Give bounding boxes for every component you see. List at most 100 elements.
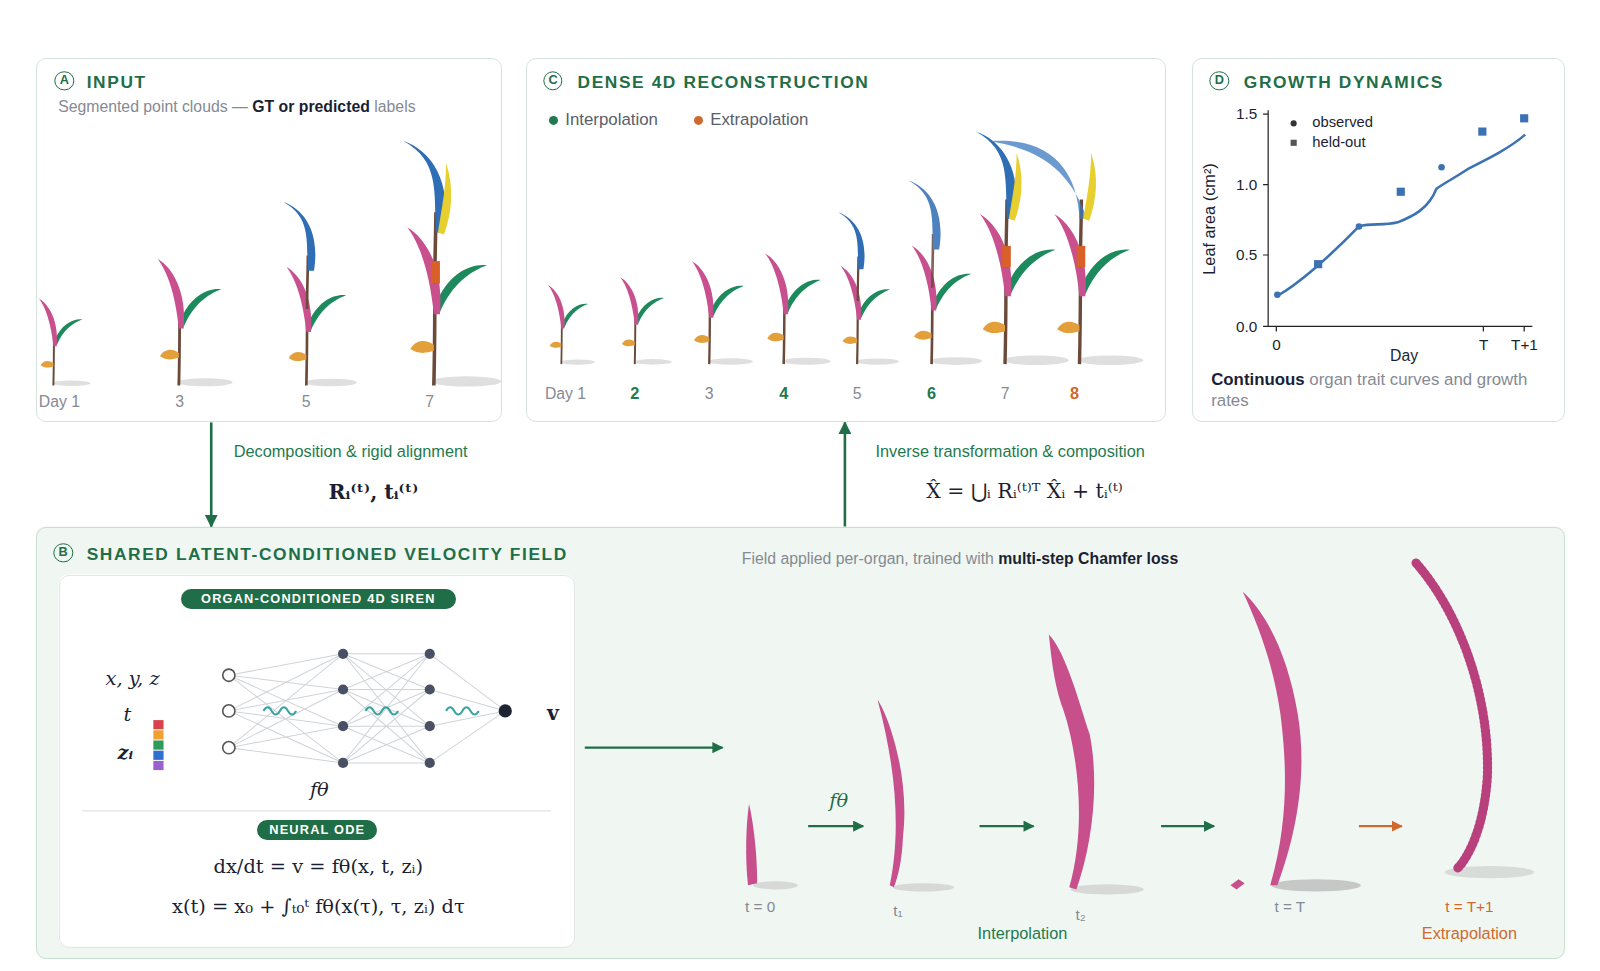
- growth-chart-part: [1291, 120, 1297, 126]
- day-label: 5: [853, 384, 862, 403]
- text-line: Continuousorgan trait curves and growth …: [1211, 370, 1529, 410]
- legend-text: Interpolation: [565, 110, 658, 130]
- input-plants-part: [39, 299, 91, 387]
- leaf-sequence-part: [1230, 879, 1244, 889]
- axis-tick: 1.0: [1236, 176, 1257, 194]
- phase-label: Extrapolation: [1422, 924, 1517, 944]
- growth-chart: [1263, 110, 1532, 331]
- legend-swatch: [694, 116, 703, 125]
- flow-arrow: [210, 422, 213, 526]
- reconstructed-plants-part: [1077, 153, 1096, 267]
- time-label: t₂: [1076, 906, 1086, 924]
- reconstructed-plants-part: [980, 214, 1069, 365]
- network-diagram-part: [338, 758, 348, 768]
- axis-tick: 0: [1272, 336, 1281, 354]
- time-label: t = 0: [745, 898, 775, 916]
- formula: Rᵢ⁽ᵗ⁾, tᵢ⁽ᵗ⁾: [329, 480, 419, 504]
- note-bold: multi-step Chamfer loss: [998, 550, 1178, 567]
- day-label: 7: [1001, 384, 1010, 403]
- leaf-sequence-part: [746, 804, 757, 886]
- panel-title: DENSE 4D RECONSTRUCTION: [578, 71, 870, 92]
- panel-letter: B: [54, 543, 73, 562]
- growth-chart-part: [1520, 114, 1528, 122]
- growth-chart-part: [1274, 292, 1281, 299]
- network-diagram-part: [338, 649, 348, 659]
- flow-arrow: [844, 422, 847, 526]
- network-diagram-part: [499, 704, 512, 717]
- equation: dx/dt = v = fθ(x, t, zᵢ): [214, 856, 424, 879]
- growth-chart-part: [1314, 260, 1322, 268]
- pill-label: NEURAL ODE: [257, 820, 377, 839]
- reconstructed-plants-part: [841, 266, 899, 365]
- leaf-sequence-part: [585, 747, 723, 749]
- output-name: v: [547, 701, 559, 725]
- network-diagram-part: [223, 742, 235, 754]
- reconstructed-plants-part: [620, 277, 672, 365]
- day-label: 7: [425, 393, 434, 412]
- formula: X̂ = ⋃ᵢ Rᵢ⁽ᵗ⁾ᵀ X̂ᵢ + tᵢ⁽ᵗ⁾: [926, 479, 1123, 503]
- equation: x(t) = x₀ + ∫ₜ₀ᵗ fθ(x(τ), τ, zᵢ) dτ: [172, 895, 465, 918]
- network-diagram-part: [264, 707, 297, 714]
- network-diagram-part: [223, 669, 235, 681]
- chart-legend: observed: [1312, 115, 1373, 133]
- inner-ground: [58, 574, 574, 946]
- input-name: x, y, z: [106, 667, 160, 690]
- input-plants-part: [158, 259, 233, 386]
- note: Field applied per-organ, trained with: [742, 550, 994, 567]
- day-label: 8: [1070, 384, 1079, 404]
- growth-chart-part: [1277, 135, 1525, 296]
- axis-tick: 1.5: [1236, 105, 1257, 123]
- pill-text: ORGAN-CONDITIONED 4D SIREN: [201, 591, 436, 606]
- text-line: Segmented point clouds —GT or predictedl…: [58, 98, 420, 117]
- function-name: fθ: [310, 778, 329, 801]
- input-name: t: [124, 704, 132, 727]
- axis-tick: 0.5: [1236, 246, 1257, 264]
- phase-label: Interpolation: [978, 924, 1068, 944]
- leaf-sequence-part: [808, 825, 863, 827]
- legend-item: Interpolation: [549, 110, 658, 130]
- network-diagram-part: [153, 740, 163, 749]
- network-diagram-part: [425, 721, 435, 731]
- day-label: 4: [779, 384, 788, 404]
- edge-label: Inverse transformation & composition: [876, 442, 1145, 462]
- reconstructed-plants-part: [989, 141, 1087, 267]
- panel-letter: A: [55, 71, 74, 90]
- growth-chart-part: [1397, 188, 1405, 196]
- leaf-sequence-part: [1049, 634, 1094, 889]
- network-diagram-part: [153, 730, 163, 739]
- function-name: fθ: [829, 789, 848, 812]
- time-label: t = T+1: [1445, 898, 1493, 916]
- growth-chart-part: [1291, 140, 1297, 146]
- input-plants-part: [431, 163, 451, 283]
- axis-tick: T: [1479, 336, 1488, 354]
- caption-bold: Continuous: [1211, 370, 1304, 389]
- legend-text: Extrapolation: [710, 110, 808, 130]
- leaf-sequence-part: [1271, 879, 1361, 891]
- input-plants-part: [407, 227, 501, 386]
- axis-tick: 0.0: [1236, 317, 1257, 335]
- panel-ground: [36, 526, 1565, 958]
- day-label: 3: [175, 393, 184, 412]
- edge-label: Decomposition & rigid alignment: [234, 442, 468, 462]
- day-label: 5: [302, 393, 311, 412]
- reconstructed-plants-part: [765, 253, 831, 364]
- panel-title: INPUT: [87, 71, 147, 92]
- network-diagram-part: [365, 707, 398, 714]
- panel-band: BSHARED LATENT-CONDITIONED VELOCITY FIEL…: [36, 527, 1566, 960]
- leaf-sequence-part: [1070, 884, 1143, 894]
- reconstructed-plants-part: [1002, 153, 1021, 267]
- network-diagram-part: [425, 758, 435, 768]
- legend-swatch: [549, 116, 558, 125]
- model-box: x, y, ztzᵢfθvdx/dt = v = fθ(x, t, zᵢ)x(t…: [59, 575, 575, 947]
- leaf-sequence-part: [1416, 563, 1487, 869]
- day-label: Day 1: [545, 384, 586, 403]
- panel-box: A INPUT Segmented point clouds —GT or pred…: [36, 58, 502, 422]
- text-line: Field applied per-organ, trained withmul…: [742, 550, 1183, 569]
- input-plants-part: [283, 202, 315, 309]
- leaf-sequence-part: [753, 881, 798, 889]
- panel-letter: C: [543, 71, 562, 90]
- network-diagram-part: [223, 705, 235, 717]
- leaf-sequence: [585, 563, 1535, 894]
- leaf-sequence-part: [1243, 592, 1302, 886]
- leaf-sequence-part: [1359, 825, 1402, 827]
